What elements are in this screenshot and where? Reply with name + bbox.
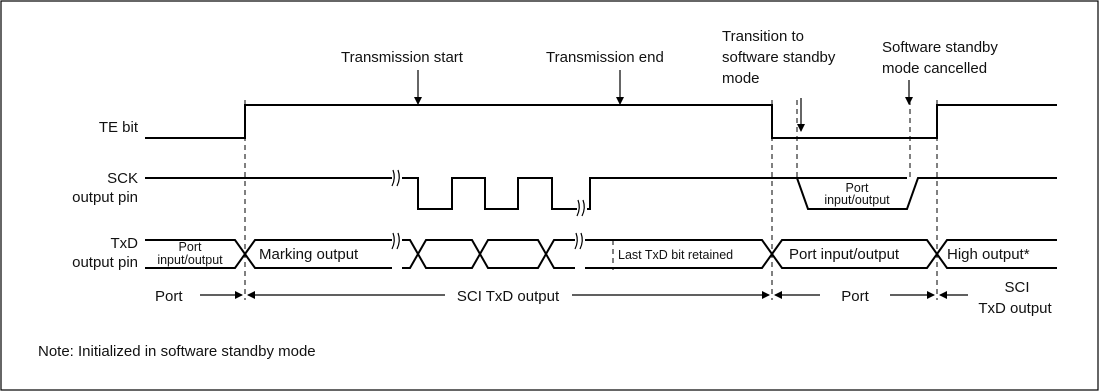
- break-mark-txd-1: [391, 232, 400, 250]
- sck-port-line-1: Port: [846, 181, 869, 195]
- label-standby-line-3: mode: [722, 70, 760, 87]
- label-transmission-start: Transmission start: [341, 49, 464, 66]
- phase-port-left: Port: [155, 288, 183, 305]
- txd-port-input-output: Port input/output: [789, 246, 900, 263]
- label-cancel-line-2: mode cancelled: [882, 60, 987, 77]
- phase-sci-txd-output: SCI TxD output: [457, 288, 560, 305]
- txd-marking-output: Marking output: [259, 246, 359, 263]
- signal-txd-line-2: output pin: [72, 254, 138, 271]
- txd-port-line-1: Port: [179, 240, 202, 254]
- label-standby-line-2: software standby: [722, 49, 836, 66]
- phase-port-mid: Port: [841, 288, 869, 305]
- waveform-txd-high: [936, 239, 1057, 269]
- waveform-sck-clock: [402, 177, 577, 210]
- note-text: Note: Initialized in software standby mo…: [38, 343, 316, 360]
- waveform-txd-data: [402, 239, 575, 269]
- break-mark-txd-2: [574, 232, 583, 250]
- phase-sci-line-2: TxD output: [978, 300, 1052, 317]
- break-mark-sck-2: [576, 199, 585, 217]
- txd-port-line-2: input/output: [157, 253, 223, 267]
- signal-sck-line-1: SCK: [107, 170, 138, 187]
- waveform-sck-port-region: [787, 177, 1057, 210]
- label-transmission-end: Transmission end: [546, 49, 664, 66]
- waveform-sck-resume: [587, 177, 787, 210]
- waveform-te-bit: [145, 104, 1057, 139]
- break-mark-sck-1: [391, 169, 400, 187]
- label-cancel-line-1: Software standby: [882, 39, 998, 56]
- signal-sck-line-2: output pin: [72, 189, 138, 206]
- signal-txd-line-1: TxD: [111, 235, 139, 252]
- sck-port-line-2: input/output: [824, 193, 890, 207]
- label-standby-line-1: Transition to: [722, 28, 804, 45]
- txd-last-bit-retained: Last TxD bit retained: [618, 248, 733, 262]
- signal-te-bit: TE bit: [99, 119, 139, 136]
- phase-sci-line-1: SCI: [1004, 279, 1029, 296]
- waveform-txd-marking: [244, 239, 392, 269]
- txd-high-output: High output*: [947, 246, 1030, 263]
